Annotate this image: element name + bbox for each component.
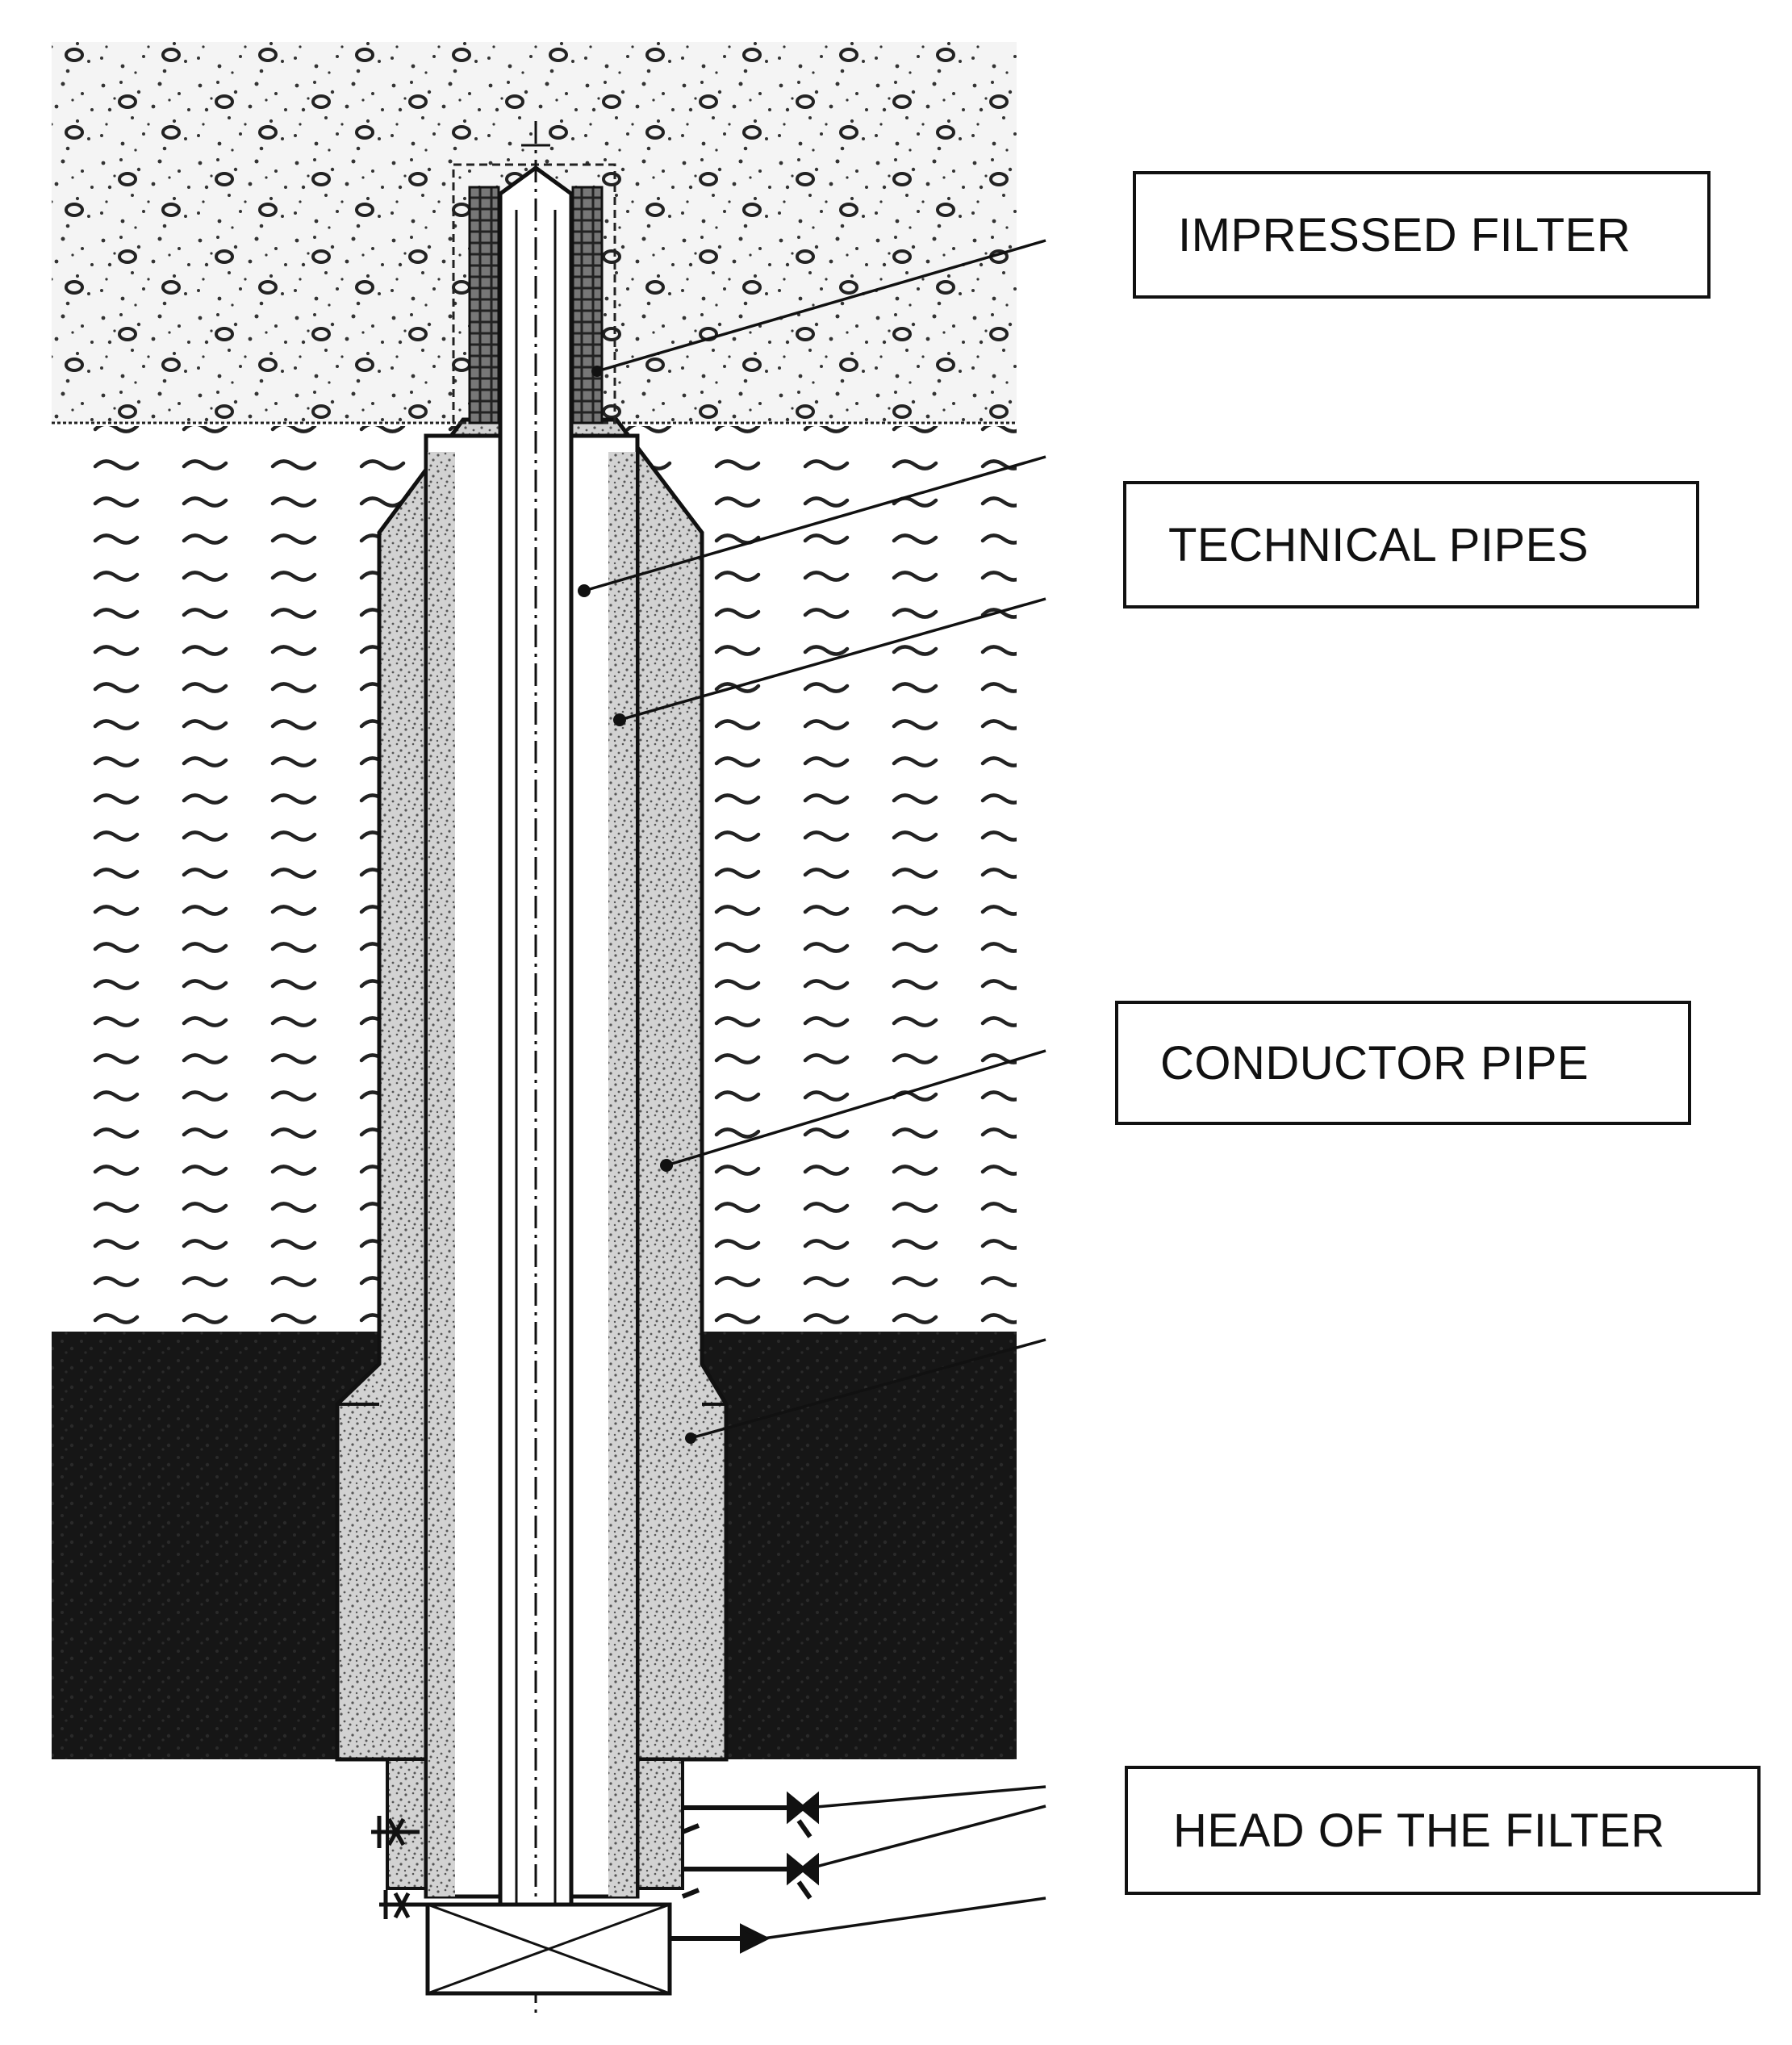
label-impressed-filter: IMPRESSED FILTER xyxy=(1133,171,1711,299)
label-technical-pipes-text: TECHNICAL PIPES xyxy=(1168,518,1589,571)
leader-lines xyxy=(583,239,1046,1940)
label-technical-pipes: TECHNICAL PIPES xyxy=(1123,481,1699,608)
left-valves xyxy=(371,1816,428,1919)
filter-mesh-right xyxy=(571,186,604,424)
label-impressed-filter-text: IMPRESSED FILTER xyxy=(1178,208,1631,261)
label-conductor-pipe-text: CONDUCTOR PIPE xyxy=(1160,1036,1589,1089)
label-head-of-filter-text: HEAD OF THE FILTER xyxy=(1173,1804,1665,1857)
filter-head-cross-2 xyxy=(427,1903,670,1995)
label-conductor-pipe: CONDUCTOR PIPE xyxy=(1115,1001,1691,1125)
label-head-of-filter: HEAD OF THE FILTER xyxy=(1125,1766,1761,1895)
right-valves xyxy=(670,1791,819,1954)
filter-mesh-left xyxy=(468,186,500,424)
conductor-pipe-fill-left xyxy=(428,452,455,1897)
filter-outline-dashed xyxy=(452,163,616,424)
leader-dots xyxy=(578,366,696,1444)
conductor-pipe-fill-right xyxy=(608,452,636,1897)
